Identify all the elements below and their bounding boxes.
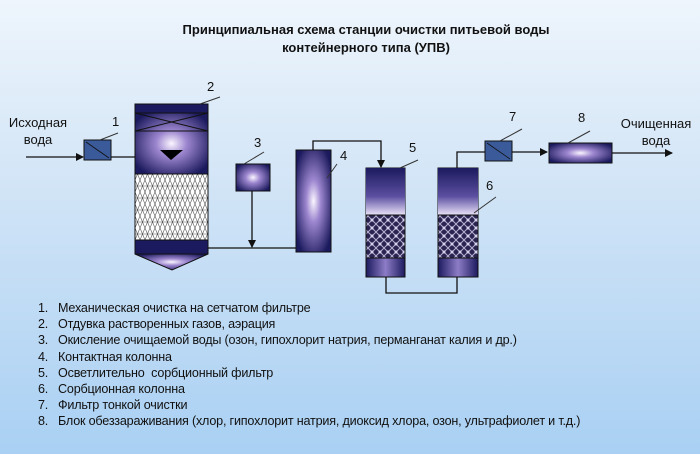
legend-text: Окисление очищаемой воды (озон, гипохлор… [58,333,517,348]
unit-6-sorption-column [437,167,479,278]
legend-item: 3. Окисление очищаемой воды (озон, гипохл… [38,332,580,348]
legend-text: Механическая очистка на сетчатом фильтре [58,301,311,315]
legend-item: 5. Осветлительно сорбционный фильтр [38,365,580,381]
unit-number-4: 4 [340,148,347,163]
legend-text: Блок обеззараживания (хлор, гипохлорит н… [58,414,581,429]
legend-item: 4. Контактная колонна [38,349,580,365]
legend-number: 4. [38,349,49,364]
leader-5 [399,159,419,169]
output-label-2: вода [642,133,671,148]
unit-1-mesh-filter [83,139,112,161]
legend-text: Отдувка растворенных газов, аэрация [58,317,276,332]
unit-number-3: 3 [254,135,261,150]
leader-8 [567,130,591,144]
leader-7 [499,128,523,142]
unit-number-8: 8 [578,110,585,125]
unit-5-sorption-filter [365,167,406,278]
legend-number: 2. [38,317,49,332]
unit-number-7: 7 [509,109,516,124]
unit-3-oxidant-dosing [235,163,271,192]
leader-4 [326,163,338,179]
legend-number: 5. [38,365,49,380]
distributor-icon [160,150,183,160]
legend-item: 8. Блок обеззараживания (хлор, гипохлорит… [38,413,580,429]
legend-item: 7. Фильтр тонкой очистки [38,397,580,413]
pipe-4-5 [312,140,385,168]
unit-7-fine-filter [484,140,513,162]
pipe-6-7 [456,151,485,168]
unit-number-6: 6 [486,178,493,193]
title-line-1: Принципиальная схема станции очистки пит… [183,22,550,37]
unit-2-aeration-column [134,103,209,271]
unit-number-5: 5 [409,140,416,155]
legend-number: 1. [38,301,49,315]
unit-8-disinfection-block [548,142,613,164]
legend-text: Осветлительно сорбционный фильтр [58,365,274,380]
legend-item: 2. Отдувка растворенных газов, аэрация [38,316,580,332]
input-label-2: вода [24,132,53,147]
legend-item: 1. Механическая очистка на сетчатом фильт… [38,300,580,316]
legend-number: 8. [38,414,49,429]
legend-number: 3. [38,333,49,348]
pipe-5-6 [385,277,458,294]
legend-text: Контактная колонна [58,349,172,364]
leader-2 [199,96,221,105]
output-label-1: Очищенная [621,116,692,131]
title-line-2: контейнерного типа (УПВ) [282,40,450,55]
legend-number: 6. [38,382,49,397]
unit-4-contact-column [295,149,332,253]
legend-item: 6. Сорбционная колонна [38,381,580,397]
leader-1 [99,132,119,141]
legend-text: Фильтр тонкой очистки [58,398,188,413]
legend-text: Сорбционная колонна [58,382,185,397]
unit-number-2: 2 [207,79,214,94]
unit-number-1: 1 [112,114,119,129]
legend-list: 1. Механическая очистка на сетчатом фильт… [38,300,580,430]
leader-6 [473,196,497,214]
legend-number: 7. [38,398,49,413]
input-label-1: Исходная [9,115,67,130]
leader-3 [243,151,265,165]
